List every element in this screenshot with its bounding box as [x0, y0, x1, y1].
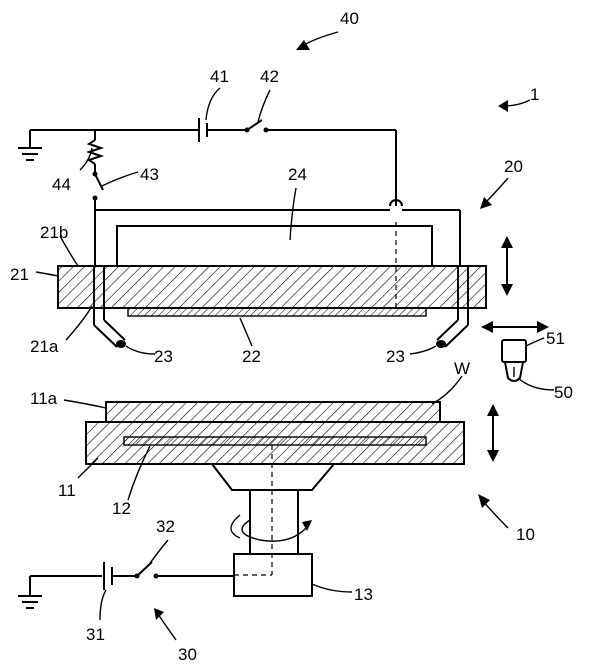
- label-1: 1: [530, 85, 539, 104]
- label-40: 40: [340, 9, 359, 28]
- label-12: 12: [112, 499, 131, 518]
- plate-21: [57, 265, 487, 309]
- leader-lines: [35, 87, 555, 621]
- label-31: 31: [86, 625, 105, 644]
- label-13: 13: [354, 585, 373, 604]
- pin-23-right-tip: [436, 340, 446, 348]
- label-23-right: 23: [386, 347, 405, 366]
- label-11: 11: [58, 481, 76, 500]
- switch-43-blade: [94, 173, 104, 191]
- label-21a: 21a: [30, 337, 59, 356]
- switch-42-blade: [246, 119, 263, 131]
- label-21: 21: [10, 265, 29, 284]
- label-22: 22: [242, 347, 261, 366]
- electrode-22: [127, 307, 427, 317]
- resistor-44: [85, 139, 105, 165]
- label-41: 41: [210, 67, 229, 86]
- label-50: 50: [554, 383, 573, 402]
- label-20: 20: [504, 157, 523, 176]
- pin-23-left-tip: [116, 340, 126, 348]
- label-51: 51: [546, 329, 565, 348]
- label-W: W: [454, 359, 470, 378]
- label-24: 24: [288, 165, 307, 184]
- wafer-W: [105, 401, 441, 423]
- sensor-50: [481, 321, 549, 382]
- label-23-left: 23: [154, 347, 173, 366]
- shaft: [249, 489, 299, 555]
- label-10: 10: [516, 525, 535, 544]
- label-21b: 21b: [40, 223, 68, 242]
- label-43: 43: [140, 165, 159, 184]
- lower-unit-10: [85, 401, 499, 597]
- rotation-arrow: [241, 519, 307, 542]
- shaft-flange: [211, 463, 335, 491]
- label-30: 30: [178, 645, 197, 664]
- upper-unit-20: [57, 225, 513, 348]
- label-11a: 11a: [30, 389, 58, 408]
- lower-circuit: [18, 561, 234, 609]
- label-42: 42: [260, 67, 279, 86]
- pointer-arrows: [154, 31, 531, 641]
- electrode-12: [123, 436, 427, 446]
- label-44: 44: [52, 175, 71, 194]
- reference-labels: 1 40 41 42 43 44 24 20 21b 21 21a 23 22 …: [10, 9, 573, 664]
- label-32: 32: [156, 517, 175, 536]
- box-24: [116, 225, 433, 267]
- upper-circuit: [18, 118, 461, 310]
